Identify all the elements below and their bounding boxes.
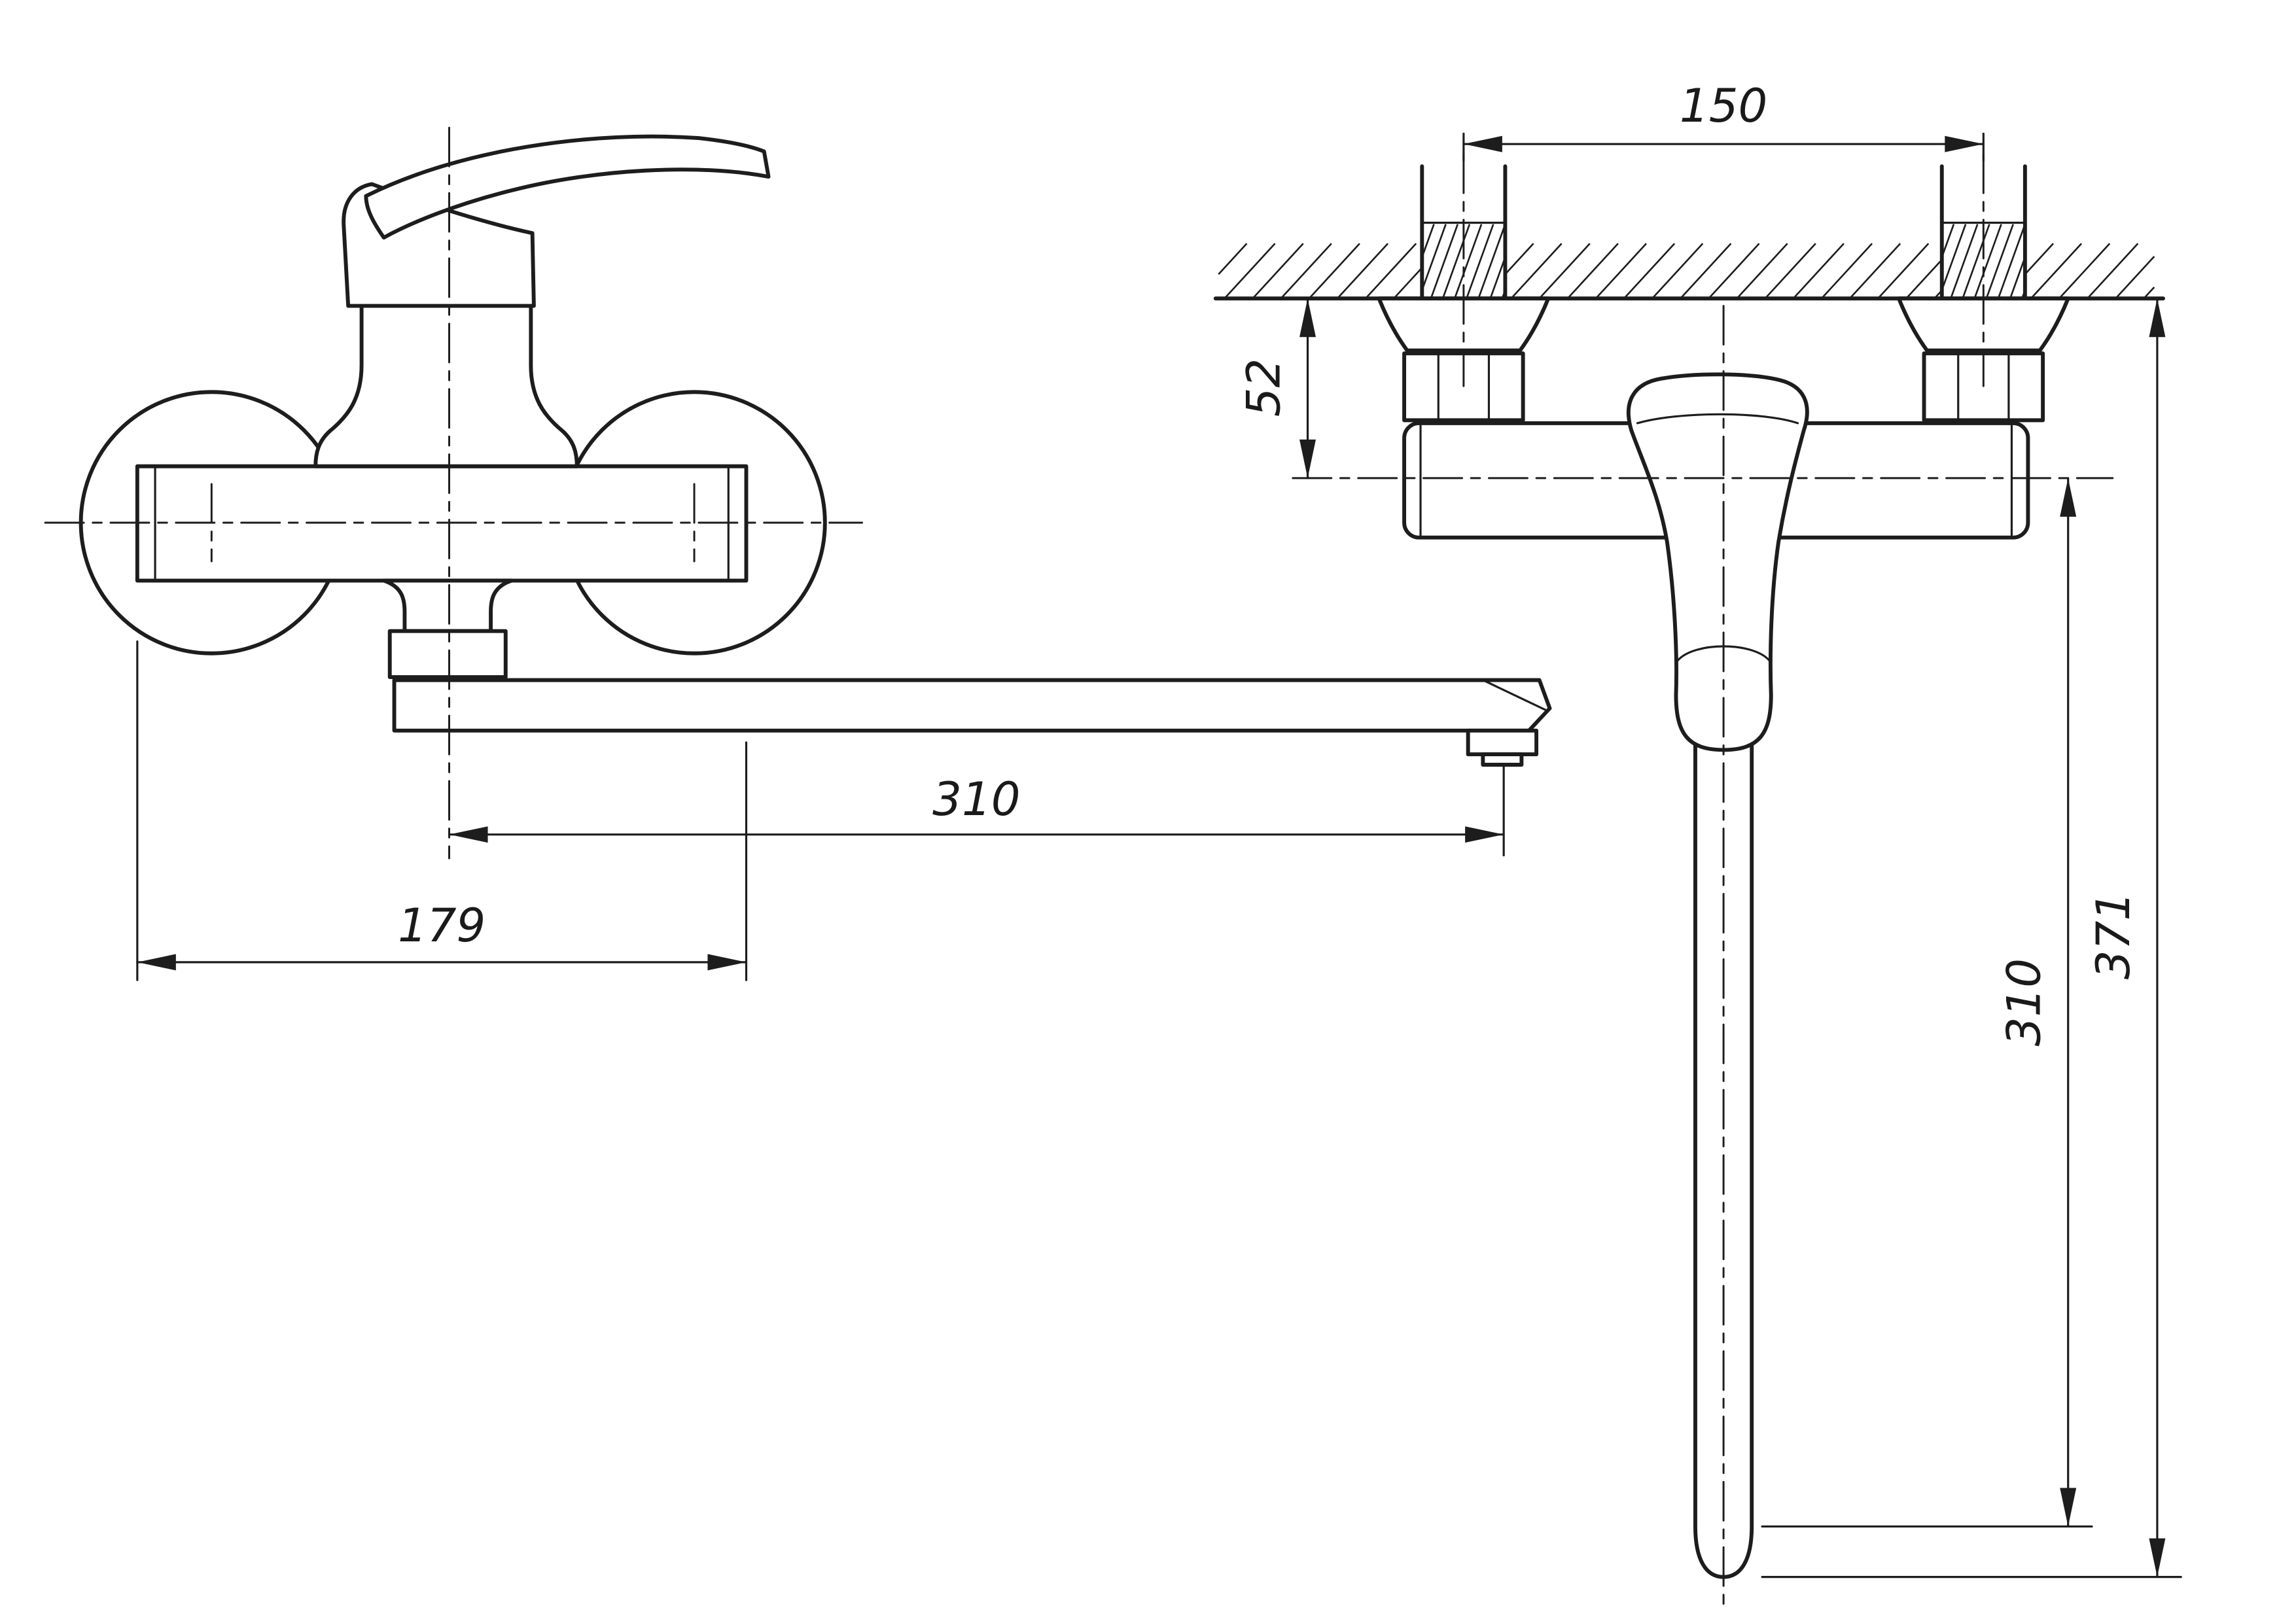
outlet-neck bbox=[381, 578, 514, 633]
aerator-nozzle bbox=[1481, 752, 1524, 767]
handle-side-cap-line bbox=[1636, 413, 1799, 425]
side-view bbox=[1213, 164, 2165, 1579]
thread-hatching bbox=[1421, 224, 2026, 299]
spout-tip-chamfer bbox=[1481, 679, 1547, 711]
dimensions: 310 179 150 52 310 371 bbox=[136, 79, 2182, 1579]
dim-text-inlet-spacing: 150 bbox=[1680, 79, 1767, 133]
dimension-arrowheads bbox=[137, 135, 2166, 1577]
dim-text-wall-to-axis: 52 bbox=[1237, 358, 1290, 417]
handle-side bbox=[1627, 372, 1809, 752]
dim-text-axis-to-outlet: 310 bbox=[1998, 958, 2051, 1046]
dim-text-wall-to-outlet: 371 bbox=[2087, 892, 2140, 979]
wall-hatching bbox=[1218, 243, 2155, 300]
dim-text-mount-width: 179 bbox=[398, 899, 486, 952]
front-view bbox=[79, 134, 1552, 767]
spout-collar bbox=[387, 629, 508, 680]
cartridge-housing bbox=[313, 304, 579, 468]
handle-lever bbox=[364, 134, 771, 240]
centerlines bbox=[44, 126, 2114, 1608]
aerator bbox=[1466, 728, 1539, 757]
dim-text-spout-reach: 310 bbox=[932, 773, 1020, 826]
spout-front bbox=[392, 678, 1552, 733]
